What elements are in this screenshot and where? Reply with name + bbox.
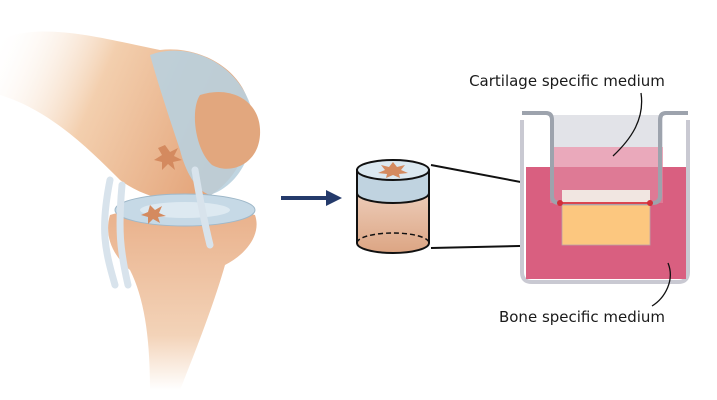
insert-air [550,115,663,147]
bone-medium-label: Bone specific medium [498,308,666,326]
knee-joint-illustration [0,31,261,390]
tibia [108,207,257,390]
osteochondral-plug [356,159,430,254]
bone-layer [561,204,651,246]
tibial-plateau-cartilage [140,202,230,218]
cartilage-lesion [154,145,182,170]
process-arrow [281,190,342,206]
culture-well [520,111,690,284]
meniscus-lesion [141,205,166,224]
cartilage-leader-line [612,92,643,157]
cartilage-specific-medium [550,147,663,167]
cartilage-medium-label: Cartilage specific medium [469,72,665,90]
ligaments [101,166,214,289]
seal-dot-right [647,200,653,206]
plug-lesion [378,162,408,178]
bone-leader-line [651,262,671,307]
patella [194,91,261,169]
seal-dot-left [557,200,563,206]
cartilage-layer [562,190,650,202]
